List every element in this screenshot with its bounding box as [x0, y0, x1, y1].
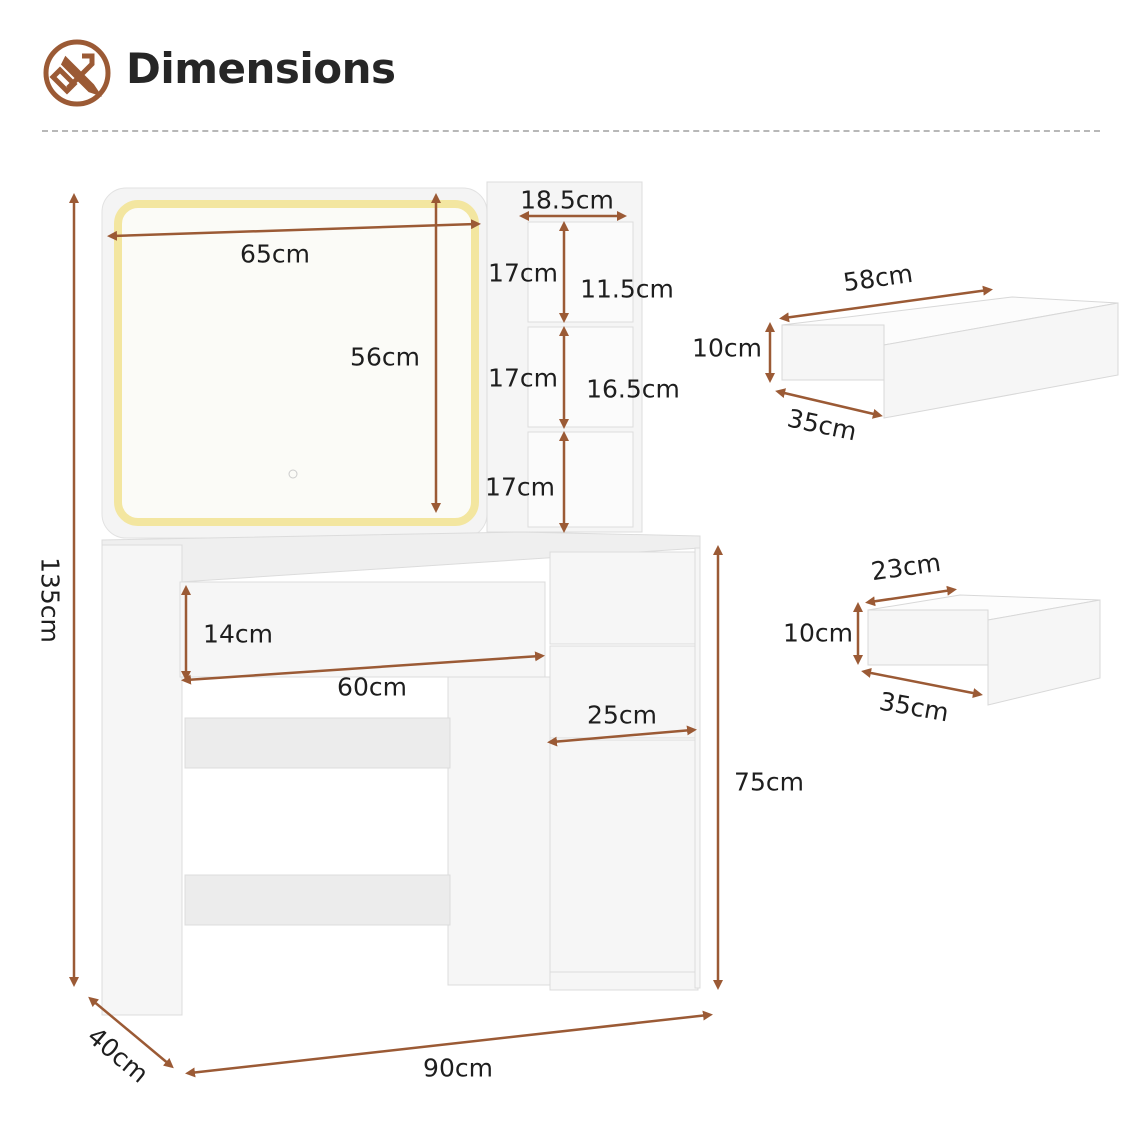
shelf1-depth-label: 11.5cm	[580, 274, 674, 304]
small-drawer-illustration	[867, 594, 1101, 706]
drawer-height-label: 14cm	[203, 619, 273, 649]
small-drawer-height-label: 10cm	[783, 618, 853, 648]
shelf1-height-label: 17cm	[488, 258, 558, 288]
mirror-width-label: 65cm	[240, 239, 310, 269]
ruler-pencil-icon	[43, 39, 111, 107]
desk-height-label: 75cm	[734, 767, 804, 797]
shelf-width-label: 18.5cm	[520, 185, 614, 215]
page-title: Dimensions	[126, 44, 396, 93]
shelf2-height-label: 17cm	[488, 363, 558, 393]
large-drawer-height-label: 10cm	[692, 333, 762, 363]
total-height-label: 135cm	[35, 557, 65, 643]
large-drawer-illustration	[781, 296, 1119, 419]
mirror	[101, 187, 488, 539]
mirror-height-label: 56cm	[350, 342, 420, 372]
drawer-width-label: 60cm	[337, 672, 407, 702]
total-width-label: 90cm	[423, 1053, 493, 1083]
desk	[101, 531, 701, 1016]
cabinet-width-label: 25cm	[587, 700, 657, 730]
shelf3-height-label: 17cm	[485, 472, 555, 502]
dimension-lines	[69, 193, 993, 1078]
divider	[42, 130, 1100, 132]
shelf2-depth-label: 16.5cm	[586, 374, 680, 404]
